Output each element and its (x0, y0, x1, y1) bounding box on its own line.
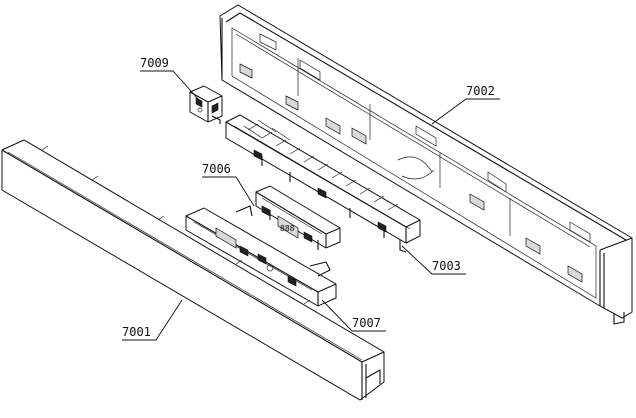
svg-text:7001: 7001 (122, 325, 151, 339)
label-7006: 7006 (202, 162, 255, 207)
part-7002-rear-housing (219, 4, 633, 325)
label-7007: 7007 (321, 299, 386, 332)
display-digits: 888 (280, 224, 295, 233)
svg-text:7009: 7009 (140, 56, 169, 70)
part-7007-control-board (185, 205, 337, 307)
label-7009: 7009 (140, 56, 200, 101)
label-7001: 7001 (122, 299, 183, 341)
svg-text:7003: 7003 (432, 259, 461, 273)
part-7003-display-module (225, 114, 421, 253)
svg-text:7006: 7006 (202, 162, 231, 176)
label-7002: 7002 (431, 84, 500, 125)
part-7009-bracket (189, 85, 223, 124)
part-7001-front-panel (1, 139, 385, 401)
label-7003: 7003 (401, 245, 466, 275)
part-7006-carrier: 888 (255, 185, 341, 250)
svg-text:7007: 7007 (352, 316, 381, 330)
svg-text:7002: 7002 (466, 84, 495, 98)
